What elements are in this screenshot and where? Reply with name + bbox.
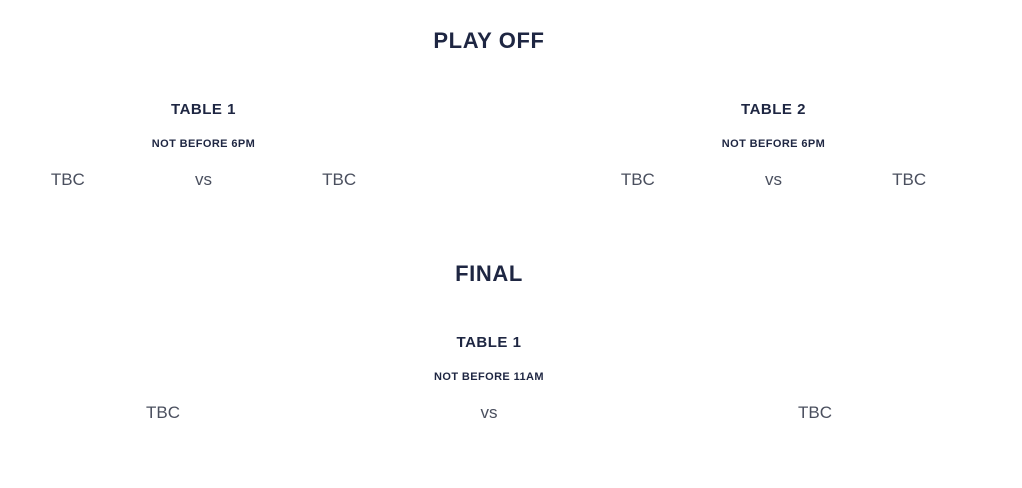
match-vs-label: vs	[195, 170, 212, 189]
match-time-note: NOT BEFORE 6PM	[151, 138, 256, 150]
match-home-team: TBC	[620, 170, 655, 189]
match-vs-label: vs	[765, 170, 782, 189]
match-table-label: TABLE 2	[741, 101, 806, 118]
match-block-playoff-table-1: TABLE 1 NOT BEFORE 6PM TBC vs TBC	[0, 101, 407, 190]
match-home-team: TBC	[50, 170, 85, 189]
match-away-team: TBC	[892, 170, 927, 189]
match-away-team: TBC	[322, 170, 357, 189]
match-table-label: TABLE 1	[456, 334, 522, 351]
match-row: TBC vs TBC	[0, 403, 978, 423]
match-table-label: TABLE 1	[171, 101, 236, 118]
match-vs-label: vs	[480, 403, 498, 422]
section-heading-final: FINAL	[455, 261, 523, 286]
match-row: TBC vs TBC	[0, 170, 407, 190]
match-time-note: NOT BEFORE 6PM	[721, 138, 826, 150]
match-home-team: TBC	[146, 403, 180, 422]
match-away-team: TBC	[798, 403, 832, 422]
match-block-final-table-1: TABLE 1 NOT BEFORE 11AM TBC vs TBC	[0, 334, 978, 423]
match-block-playoff-table-2: TABLE 2 NOT BEFORE 6PM TBC vs TBC	[570, 101, 977, 190]
match-time-note: NOT BEFORE 11AM	[434, 371, 544, 383]
section-heading-play-off: PLAY OFF	[433, 28, 545, 53]
match-row: TBC vs TBC	[570, 170, 977, 190]
